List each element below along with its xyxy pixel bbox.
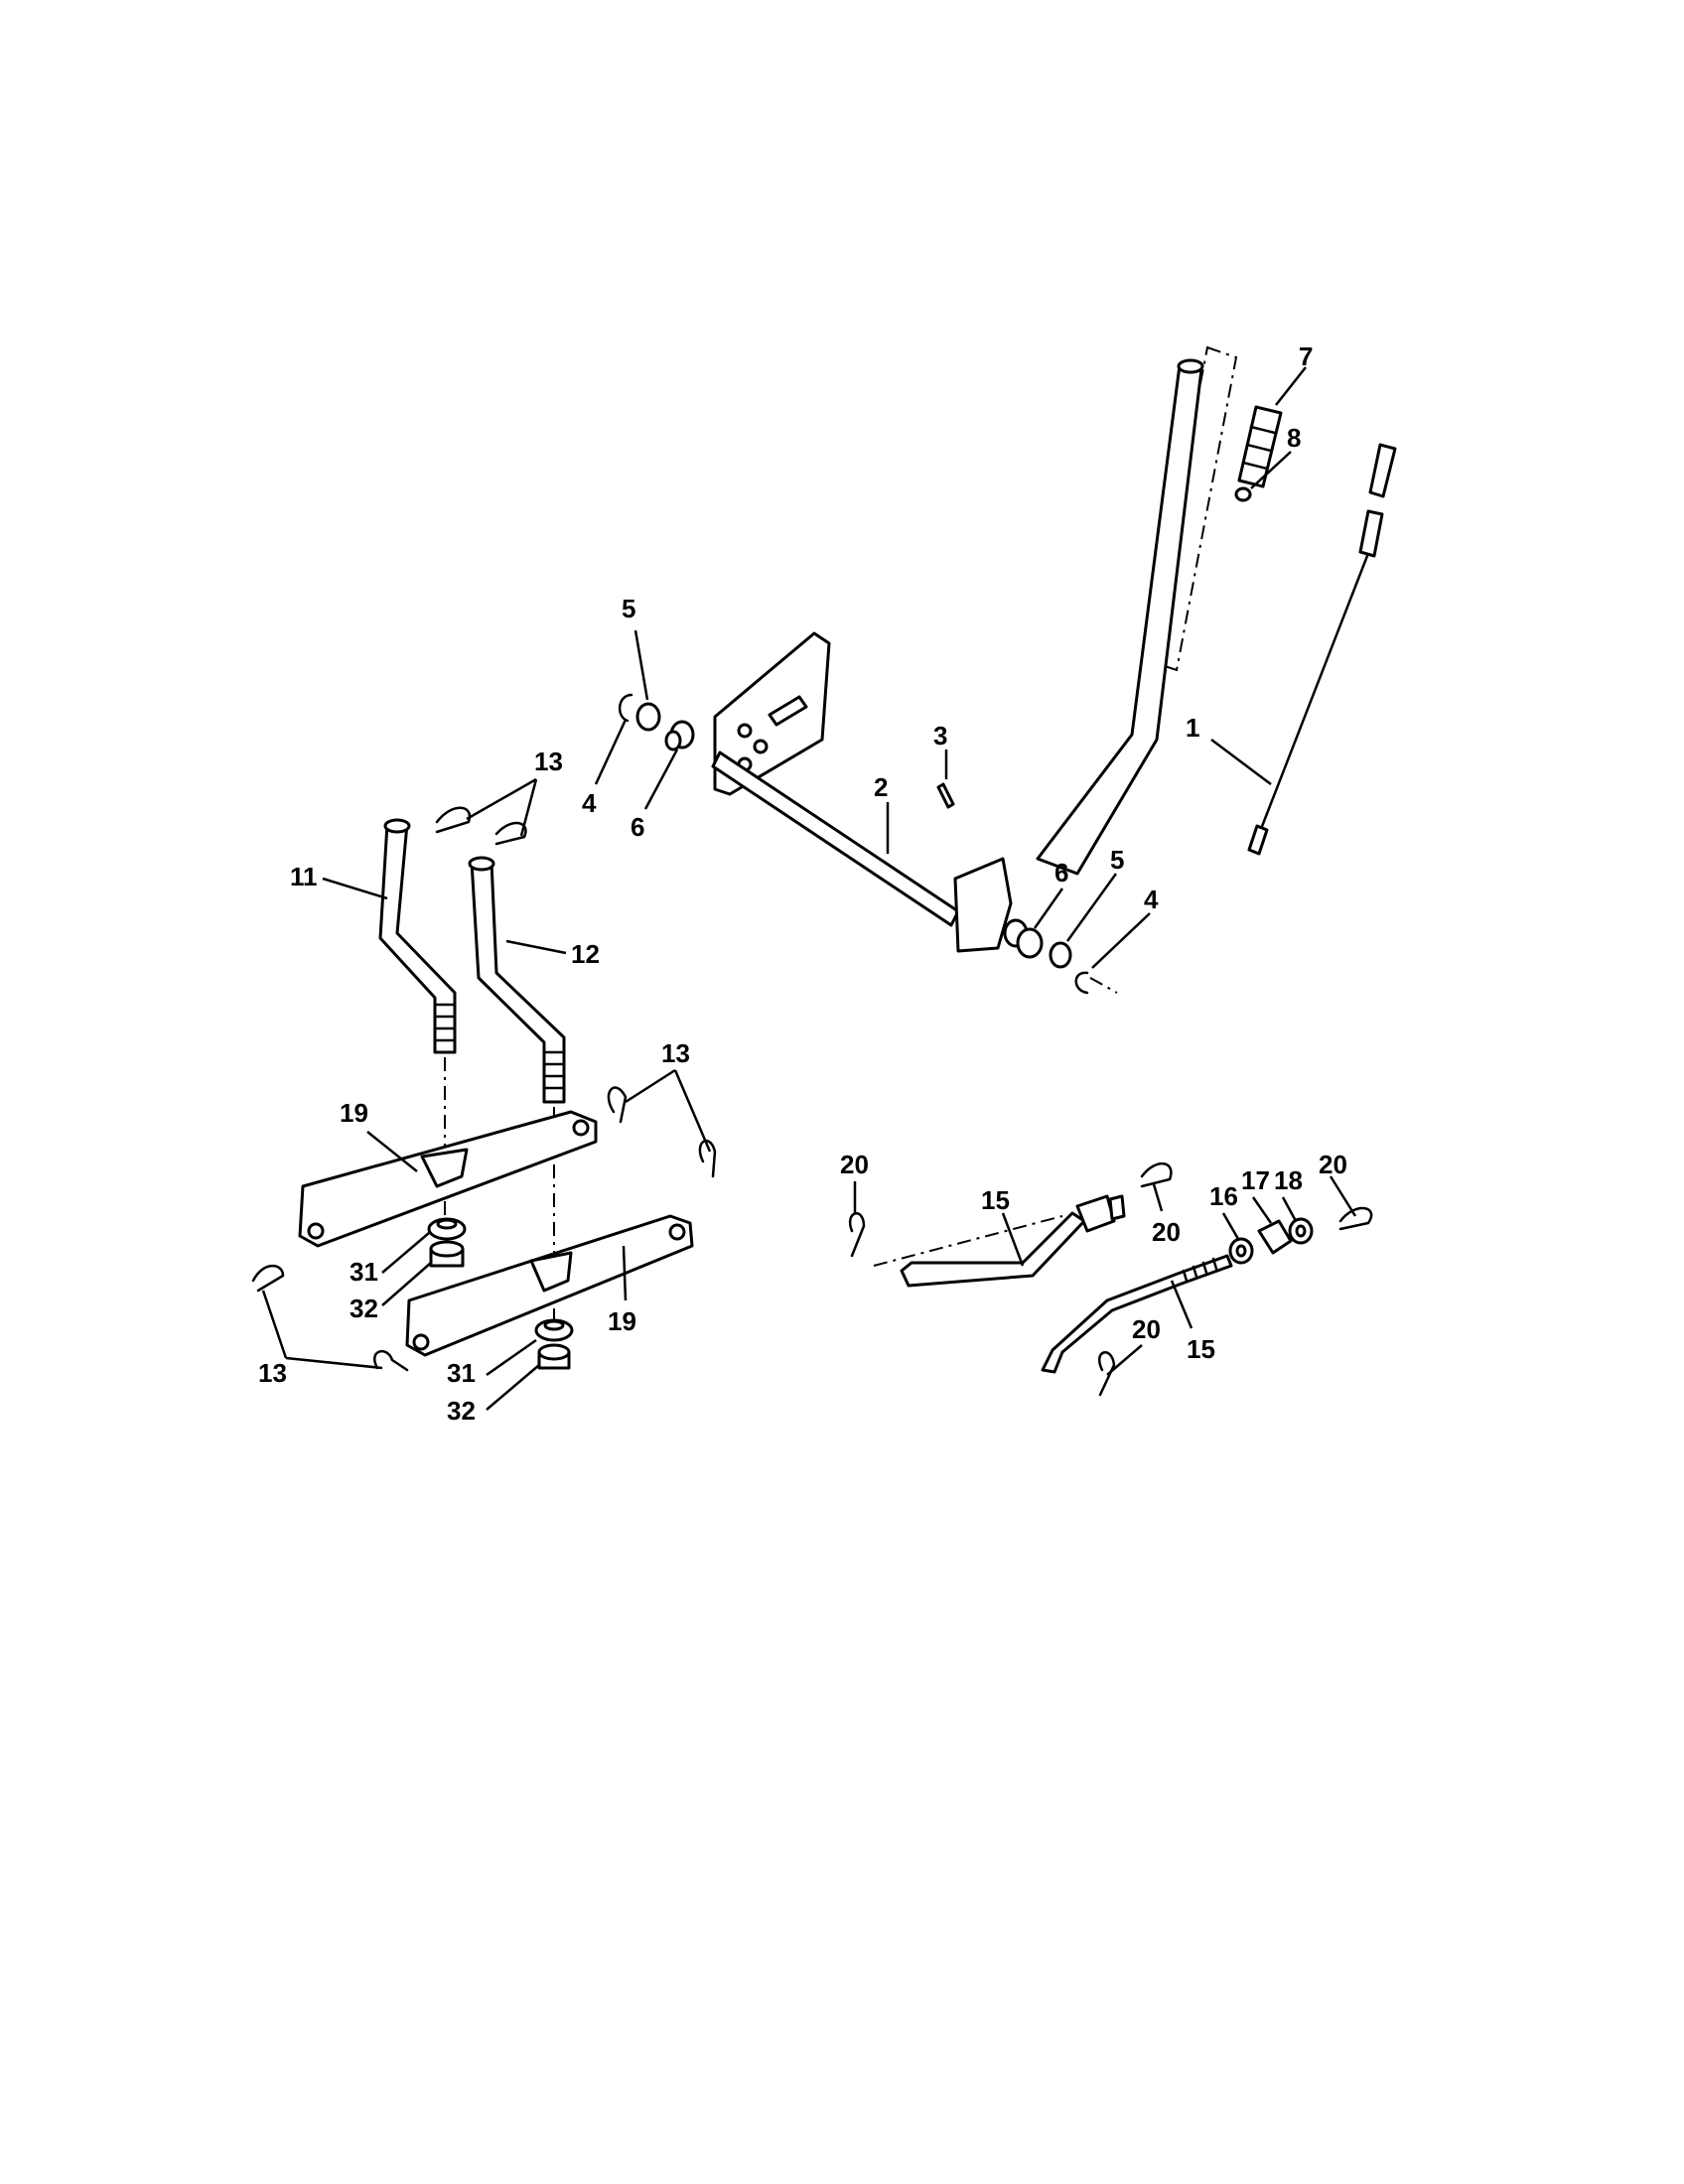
washer-31-lower	[534, 1318, 574, 1342]
leader-32a	[381, 1262, 432, 1306]
nut-32-upper	[429, 1240, 465, 1268]
lift-link-12	[468, 856, 566, 1104]
callout-32a: 32	[350, 1294, 378, 1323]
leader-5b	[1065, 873, 1118, 942]
callout-17: 17	[1241, 1165, 1270, 1195]
lift-arm-upper	[298, 1110, 598, 1248]
callout-13b: 13	[661, 1038, 690, 1068]
callout-12: 12	[571, 939, 600, 969]
callout-5a: 5	[622, 594, 635, 623]
leader-20b	[1152, 1183, 1164, 1212]
nut-18	[1288, 1217, 1314, 1245]
leader-1	[1210, 739, 1272, 785]
roll-pin	[936, 782, 955, 809]
lift-shaft	[711, 751, 1013, 953]
leader-11	[322, 877, 388, 900]
washer-right	[1049, 941, 1072, 969]
hairpin-clip-13e	[251, 1264, 285, 1293]
callout-11: 11	[290, 862, 318, 891]
leader-13b	[625, 1068, 712, 1153]
callout-20b: 20	[1152, 1217, 1181, 1247]
hairpin-clip-13f	[373, 1349, 409, 1372]
leader-12	[505, 939, 567, 955]
leader-18	[1281, 1196, 1298, 1222]
callout-19a: 19	[340, 1098, 368, 1128]
callout-15a: 15	[981, 1185, 1010, 1215]
leader-4a	[594, 719, 628, 785]
callout-20c: 20	[1319, 1150, 1347, 1179]
leader-13a	[466, 777, 538, 837]
callout-4a: 4	[582, 788, 597, 818]
flat-washer-16	[1228, 1237, 1254, 1265]
adjustment-rod-upper	[900, 1194, 1126, 1288]
leader-4b	[1091, 912, 1151, 969]
bushing-right	[1003, 918, 1044, 959]
leader-16	[1221, 1212, 1240, 1240]
leader-20c	[1329, 1175, 1357, 1217]
adjustment-rod-lower	[1041, 1254, 1233, 1374]
washer-31-upper	[427, 1217, 467, 1241]
leader-6b	[1033, 887, 1064, 929]
leader-17	[1251, 1196, 1273, 1224]
leader-15a	[1001, 1212, 1025, 1267]
callout-13c: 13	[258, 1358, 287, 1388]
callout-16: 16	[1209, 1181, 1238, 1211]
callout-15b: 15	[1187, 1334, 1215, 1364]
callout-31b: 31	[447, 1358, 476, 1388]
trunnion-17	[1257, 1219, 1293, 1255]
lift-handle	[1036, 358, 1204, 876]
cotter-pin-20b	[1140, 1161, 1173, 1188]
callout-31a: 31	[350, 1257, 378, 1287]
grip-phantom-outline	[1145, 345, 1238, 672]
nut-32-lower	[537, 1343, 571, 1370]
callout-5b: 5	[1110, 845, 1124, 875]
hairpin-clip-13a	[435, 806, 472, 834]
hairpin-clip-13b	[494, 821, 527, 846]
leader-7	[1275, 366, 1307, 406]
leader-19a	[366, 1131, 418, 1172]
callout-13a: 13	[534, 747, 563, 776]
leader-20d	[1106, 1344, 1143, 1376]
e-ring-left	[619, 693, 633, 723]
leader-32b	[486, 1364, 540, 1411]
cotter-pin-20c	[1338, 1206, 1373, 1231]
callout-2: 2	[874, 772, 888, 802]
callout-20a: 20	[840, 1150, 869, 1179]
leader-31b	[486, 1338, 537, 1377]
callout-20d: 20	[1132, 1314, 1161, 1344]
leader-31a	[381, 1232, 430, 1274]
leader-19b	[622, 1245, 628, 1301]
leader-15b	[1170, 1280, 1193, 1329]
callout-19b: 19	[608, 1306, 636, 1336]
leader-5a	[633, 629, 649, 701]
alignment-line-rod	[873, 1215, 1063, 1267]
bushing-left	[664, 720, 695, 751]
hairpin-clip-13c	[607, 1086, 628, 1124]
leader-8	[1250, 451, 1292, 489]
callout-18: 18	[1274, 1165, 1303, 1195]
leader-6a	[643, 749, 679, 810]
cotter-pin-20a	[848, 1212, 866, 1258]
callout-6b: 6	[1054, 858, 1068, 887]
washer-left	[635, 702, 661, 732]
grip-insert	[1234, 486, 1252, 502]
lift-arm-lower	[405, 1214, 694, 1357]
callout-8: 8	[1287, 423, 1301, 453]
cotter-pin-20d	[1098, 1351, 1116, 1397]
callout-3: 3	[933, 721, 947, 751]
leader-13c	[261, 1290, 383, 1370]
callout-4b: 4	[1144, 885, 1159, 914]
handle-grip	[1237, 405, 1283, 488]
e-ring-right	[1074, 971, 1118, 995]
callout-32b: 32	[447, 1396, 476, 1426]
callout-7: 7	[1299, 341, 1313, 371]
control-cable	[1247, 443, 1397, 856]
lift-link-11	[378, 818, 457, 1054]
callout-1: 1	[1186, 713, 1199, 743]
callout-6a: 6	[631, 812, 644, 842]
